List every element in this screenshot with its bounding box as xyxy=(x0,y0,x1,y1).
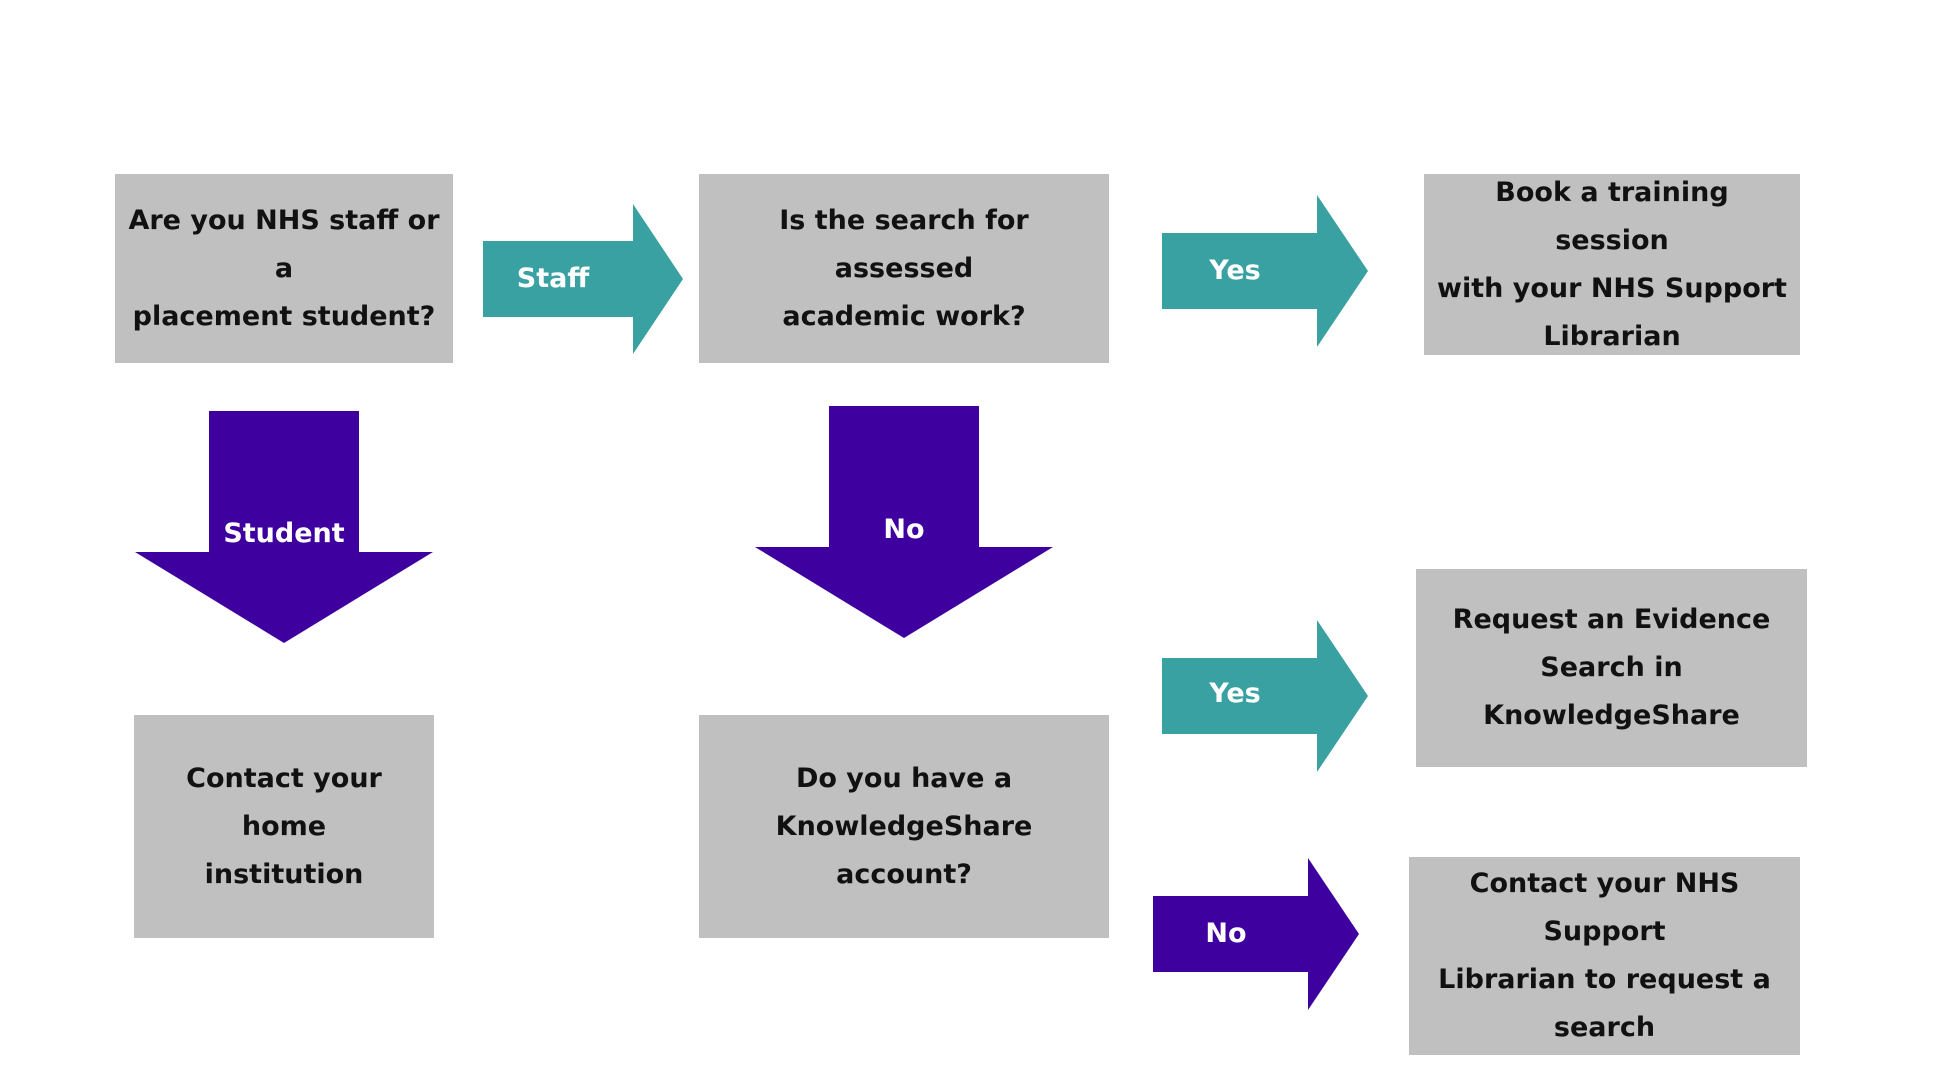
arrow-assessed-yes: Yes xyxy=(1162,195,1368,347)
arrow-account-no-shape xyxy=(1153,858,1359,1010)
arrow-staff-shape xyxy=(483,204,683,354)
arrow-assessed-yes-shape xyxy=(1162,195,1368,347)
box-book-training-session-text: Book a training session with your NHS Su… xyxy=(1437,176,1787,352)
arrow-assessed-no: No xyxy=(755,406,1053,638)
arrow-account-no-label: No xyxy=(1205,918,1247,949)
arrow-student: Student xyxy=(135,411,433,643)
box-contact-home-institution: Contact your home institution xyxy=(134,715,434,938)
arrow-account-yes-label: Yes xyxy=(1209,678,1261,709)
box-contact-support-librarian-text: Contact your NHS Support Librarian to re… xyxy=(1438,868,1771,1043)
box-contact-home-institution-text: Contact your home institution xyxy=(186,762,382,890)
box-knowledgeshare-account-text: Do you have a KnowledgeShare account? xyxy=(775,762,1033,890)
arrow-student-label: Student xyxy=(223,518,345,549)
arrow-account-yes-shape xyxy=(1162,620,1368,772)
arrow-student-shape xyxy=(135,411,433,643)
arrow-assessed-no-shape xyxy=(755,406,1053,638)
box-nhs-staff-or-student: Are you NHS staff or a placement student… xyxy=(115,174,453,363)
arrow-staff: Staff xyxy=(483,204,683,354)
box-knowledgeshare-account: Do you have a KnowledgeShare account? xyxy=(699,715,1109,938)
box-book-training-session: Book a training session with your NHS Su… xyxy=(1424,174,1800,355)
arrow-staff-label: Staff xyxy=(516,263,590,294)
box-request-evidence-search-text: Request an Evidence Search in KnowledgeS… xyxy=(1452,604,1771,731)
box-nhs-staff-or-student-text: Are you NHS staff or a placement student… xyxy=(128,204,440,332)
arrow-assessed-no-label: No xyxy=(883,514,925,545)
box-contact-support-librarian: Contact your NHS Support Librarian to re… xyxy=(1409,857,1800,1055)
box-request-evidence-search: Request an Evidence Search in KnowledgeS… xyxy=(1416,569,1807,767)
arrow-account-no: No xyxy=(1153,858,1359,1010)
box-assessed-academic-work: Is the search for assessed academic work… xyxy=(699,174,1109,363)
arrow-account-yes: Yes xyxy=(1162,620,1368,772)
box-assessed-academic-work-text: Is the search for assessed academic work… xyxy=(779,204,1029,332)
arrow-assessed-yes-label: Yes xyxy=(1209,255,1261,286)
